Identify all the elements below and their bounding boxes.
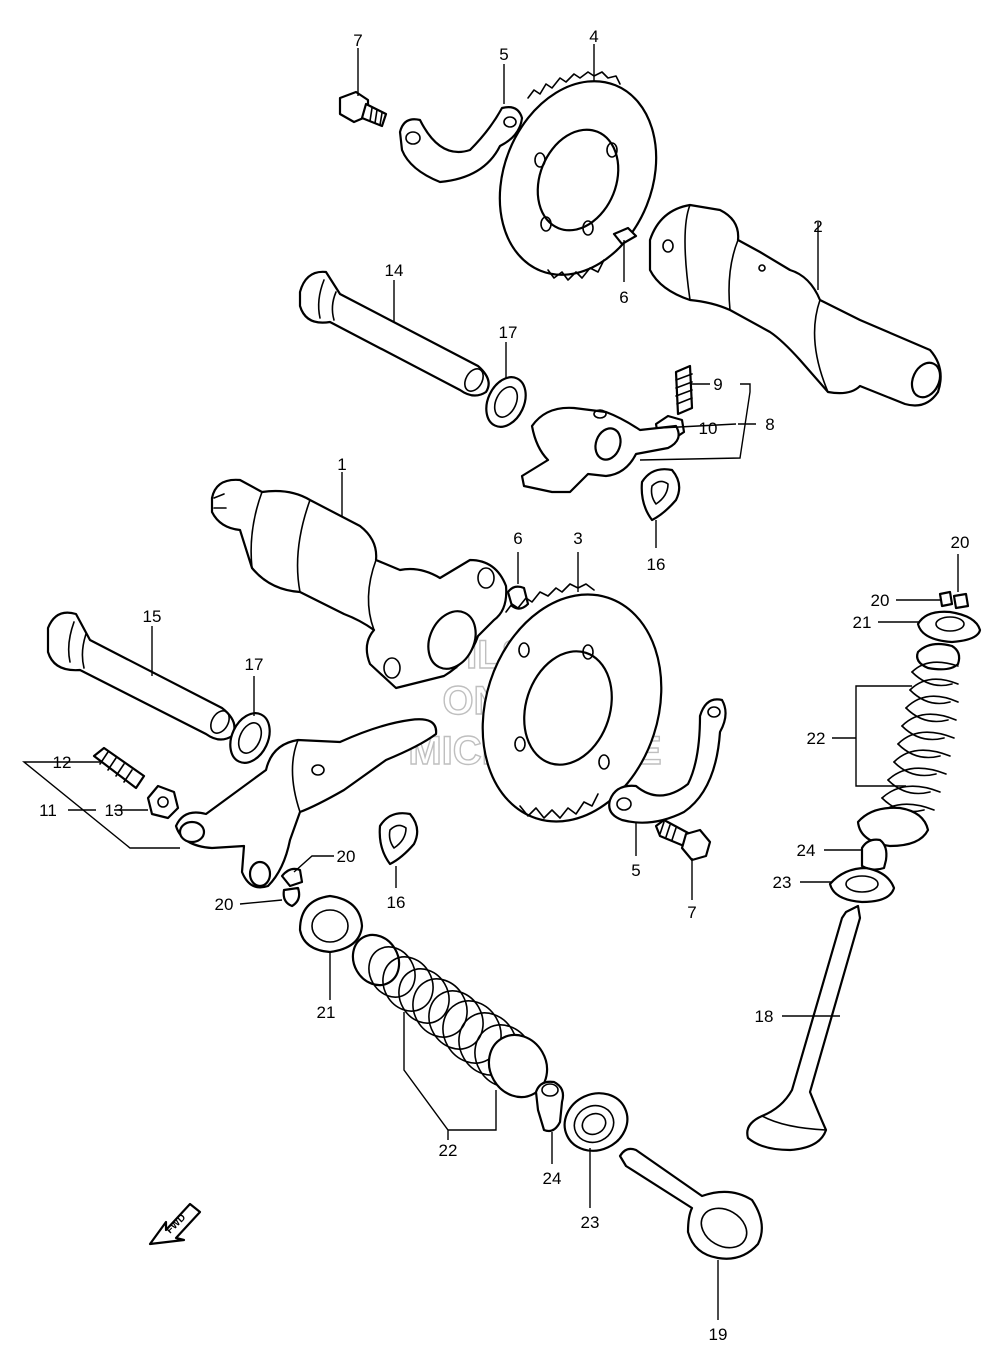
valve-19 [618, 1147, 763, 1260]
callout-24-right: 24 [797, 841, 816, 860]
bolt-7-mid [654, 818, 712, 862]
callout-22-left: 22 [439, 1141, 458, 1160]
rocker-shaft-15 [46, 611, 236, 741]
valve-18 [746, 904, 862, 1152]
rocker-shaft-14 [298, 270, 490, 397]
callout-7-top: 7 [353, 31, 362, 50]
bolt-7-top [338, 90, 388, 128]
callout-19: 19 [709, 1325, 728, 1344]
callout-5-top: 5 [499, 45, 508, 64]
callout-11: 11 [39, 801, 57, 820]
callout-20-right-upper: 20 [951, 533, 970, 552]
cotters-20-right [938, 590, 970, 610]
spring-22-left [351, 933, 549, 1099]
callout-20-left-upper: 20 [337, 847, 356, 866]
seat-23-right [828, 866, 896, 904]
callout-14: 14 [385, 261, 404, 280]
seal-24-left [534, 1080, 565, 1133]
callout-23-right: 23 [773, 873, 792, 892]
sprocket-3 [481, 583, 663, 823]
callout-21-right: 21 [853, 613, 872, 632]
callout-2: 2 [813, 217, 822, 236]
cotters-20-left [280, 867, 304, 908]
adjust-screw-12 [92, 746, 146, 790]
callout-6-top: 6 [619, 288, 628, 307]
camshaft-2 [648, 203, 942, 407]
callout-7-mid: 7 [687, 903, 696, 922]
callout-10: 10 [699, 419, 718, 438]
rocker-arm-8-top [520, 406, 680, 494]
callout-6-mid: 6 [513, 529, 522, 548]
callout-8: 8 [765, 415, 774, 434]
leader-lines [22, 44, 959, 1320]
callout-5-mid: 5 [631, 861, 640, 880]
callout-15: 15 [143, 607, 162, 626]
callout-16-mid: 16 [387, 893, 406, 912]
callout-17-mid: 17 [245, 655, 264, 674]
pin-6-top [612, 226, 638, 246]
callout-18: 18 [755, 1007, 774, 1026]
bracket-5-top [398, 106, 524, 184]
spring-22-right [856, 642, 961, 848]
callout-9: 9 [713, 375, 722, 394]
washer-17-mid [229, 712, 271, 764]
callout-13: 13 [105, 801, 124, 820]
adjust-screw-9-top [674, 364, 694, 416]
pin-6-mid [506, 585, 530, 610]
callout-20-right-lower: 20 [871, 591, 890, 610]
sprocket-4 [498, 71, 658, 281]
fwd-arrow-icon: FWD [148, 1202, 202, 1246]
callout-12: 12 [53, 753, 72, 772]
seat-23-left [563, 1092, 629, 1152]
callout-24-left: 24 [543, 1169, 562, 1188]
callout-16-top: 16 [647, 555, 666, 574]
callout-1: 1 [337, 455, 346, 474]
callout-17-top: 17 [499, 323, 518, 342]
retainer-21-left [298, 894, 364, 954]
seal-24-right [860, 838, 888, 871]
callout-labels: 7 5 4 2 6 14 17 9 10 8 16 1 6 3 15 17 12… [39, 27, 969, 1344]
callout-21-left: 21 [317, 1003, 336, 1022]
bracket-5-mid [608, 698, 727, 824]
callout-20-left-lower: 20 [215, 895, 234, 914]
callout-3: 3 [573, 529, 582, 548]
nut-13 [146, 784, 180, 820]
callout-22-right: 22 [807, 729, 826, 748]
washer-17-top [485, 376, 527, 428]
callout-23-left: 23 [581, 1213, 600, 1232]
stopper-16-top [640, 468, 681, 522]
callout-4: 4 [589, 27, 598, 46]
camshaft-1 [210, 478, 508, 690]
retainer-21-right [916, 610, 982, 644]
rocker-arm-11 [174, 718, 438, 889]
stopper-16-mid [378, 812, 419, 866]
